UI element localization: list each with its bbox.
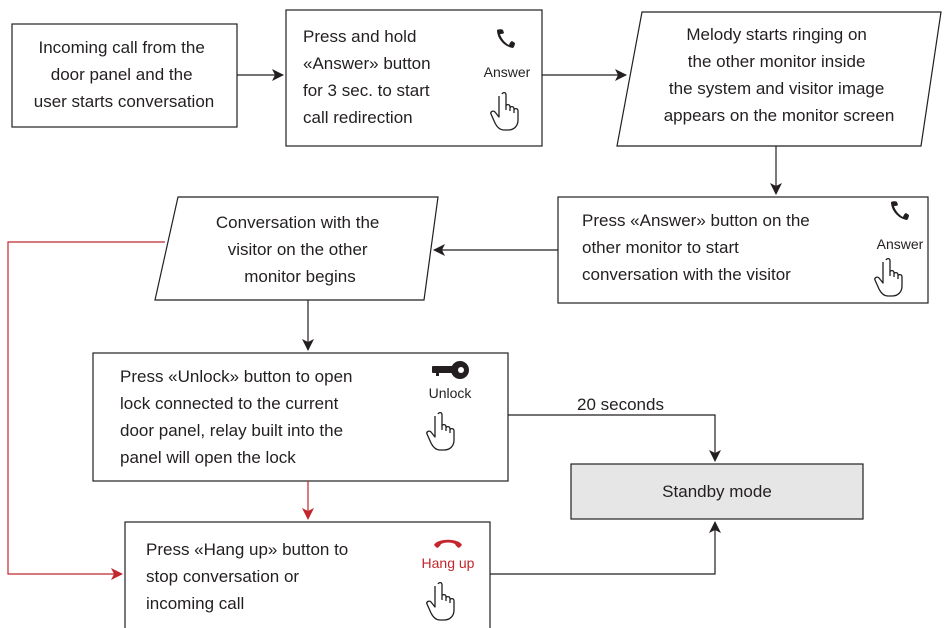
text-line: call redirection bbox=[303, 108, 413, 127]
text-line: conversation with the visitor bbox=[582, 265, 791, 284]
text-standby: Standby mode bbox=[662, 482, 772, 501]
text-melody-ringing: Melody starts ringing on the other monit… bbox=[664, 25, 895, 125]
red-arrow-conversation-to-hangup bbox=[7, 241, 165, 580]
pointer-hand-icon bbox=[490, 91, 519, 131]
text-line: appears on the monitor screen bbox=[664, 106, 895, 125]
node-conversation-other bbox=[154, 196, 439, 301]
arrow-unlock-to-standby bbox=[508, 414, 721, 462]
unlock-label: Unlock bbox=[429, 385, 473, 401]
node-press-answer-other bbox=[557, 196, 929, 304]
phone-handset-icon bbox=[497, 29, 515, 48]
edge-label-timeout: 20 seconds bbox=[577, 395, 664, 414]
text-line: the system and visitor image bbox=[669, 79, 884, 98]
arrow-hangup-to-standby bbox=[490, 521, 721, 575]
text-line: visitor on the other bbox=[228, 240, 368, 259]
text-line: door panel, relay built into the bbox=[120, 421, 343, 440]
text-press-hold-answer: Press and hold «Answer» button for 3 sec… bbox=[303, 27, 435, 127]
text-line: Press «Hang up» button to bbox=[146, 540, 348, 559]
node-melody-ringing bbox=[616, 11, 942, 147]
pointer-hand-icon bbox=[426, 581, 455, 621]
text-incoming-call: Incoming call from the door panel and th… bbox=[34, 38, 214, 111]
text-line: Press «Answer» button on the bbox=[582, 211, 810, 230]
text-press-hangup: Press «Hang up» button to stop conversat… bbox=[146, 540, 353, 613]
node-incoming-call bbox=[11, 23, 238, 128]
text-line: door panel and the bbox=[51, 65, 193, 84]
node-standby bbox=[570, 463, 864, 520]
text-line: stop conversation or bbox=[146, 567, 299, 586]
phone-handset-icon bbox=[891, 201, 909, 220]
key-icon bbox=[432, 361, 469, 379]
answer-label-1: Answer bbox=[484, 64, 531, 80]
text-line: other monitor to start bbox=[582, 238, 739, 257]
answer-label-2: Answer bbox=[877, 236, 924, 252]
text-press-unlock: Press «Unlock» button to open lock conne… bbox=[120, 367, 357, 467]
text-line: «Answer» button bbox=[303, 54, 431, 73]
text-line: Incoming call from the bbox=[38, 38, 204, 57]
pointer-hand-icon bbox=[874, 257, 903, 297]
text-line: the other monitor inside bbox=[688, 52, 866, 71]
text-line: monitor begins bbox=[244, 267, 356, 286]
hangup-label: Hang up bbox=[422, 555, 475, 571]
pointer-hand-icon bbox=[426, 411, 455, 451]
text-press-answer-other: Press «Answer» button on the other monit… bbox=[582, 211, 814, 284]
text-conversation-other: Conversation with the visitor on the oth… bbox=[216, 213, 384, 286]
text-line: Press «Unlock» button to open bbox=[120, 367, 352, 386]
text-line: for 3 sec. to start bbox=[303, 81, 430, 100]
text-line: Conversation with the bbox=[216, 213, 379, 232]
text-line: Standby mode bbox=[662, 482, 772, 501]
text-line: panel will open the lock bbox=[120, 448, 296, 467]
text-line: incoming call bbox=[146, 594, 244, 613]
hangup-handset-icon bbox=[434, 539, 462, 548]
text-line: lock connected to the current bbox=[120, 394, 339, 413]
text-line: Melody starts ringing on bbox=[686, 25, 866, 44]
text-line: Press and hold bbox=[303, 27, 416, 46]
text-line: user starts conversation bbox=[34, 92, 214, 111]
